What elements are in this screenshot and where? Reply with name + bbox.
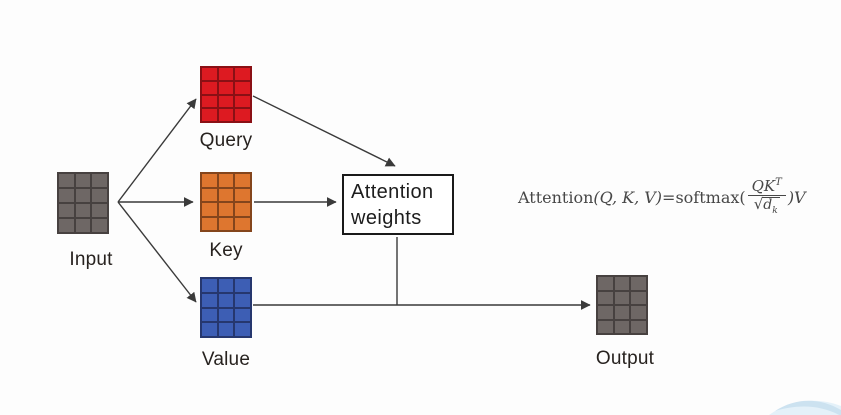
query-label: Query xyxy=(199,130,253,151)
formula-softmax-fn: softmax( xyxy=(675,187,746,207)
formula-fraction: QKT √dk xyxy=(747,176,786,217)
formula-numerator: QK xyxy=(751,176,776,195)
value-label: Value xyxy=(201,349,251,370)
formula-attention-fn: Attention xyxy=(518,187,594,207)
query-matrix xyxy=(200,66,252,123)
formula-denominator-sub: k xyxy=(772,206,778,217)
watermark-swoosh xyxy=(769,400,841,415)
key-label: Key xyxy=(209,240,243,261)
formula-suffix: )V xyxy=(787,187,806,207)
attention-weights-line2: weights xyxy=(351,207,422,229)
output-matrix xyxy=(596,275,648,335)
attention-weights-box: Attention weights xyxy=(342,174,454,235)
sqrt-radical: √ xyxy=(753,195,764,214)
formula-equals: = xyxy=(662,187,676,207)
input-label: Input xyxy=(69,249,113,270)
input-matrix xyxy=(57,172,109,234)
output-label: Output xyxy=(595,348,655,369)
key-matrix xyxy=(200,172,252,232)
attention-weights-line1: Attention xyxy=(351,181,434,203)
formula-numerator-sup: T xyxy=(775,176,782,188)
value-matrix xyxy=(200,277,252,338)
formula-args: (Q, K, V) xyxy=(593,187,663,207)
formula-denominator: d xyxy=(763,197,773,214)
arrow-input-to-query xyxy=(117,98,197,203)
arrow-query-to-attention xyxy=(252,95,396,167)
attention-formula: Attention(Q, K, V) = softmax( QKT √dk )V xyxy=(518,166,834,228)
arrow-input-to-value xyxy=(117,201,197,303)
